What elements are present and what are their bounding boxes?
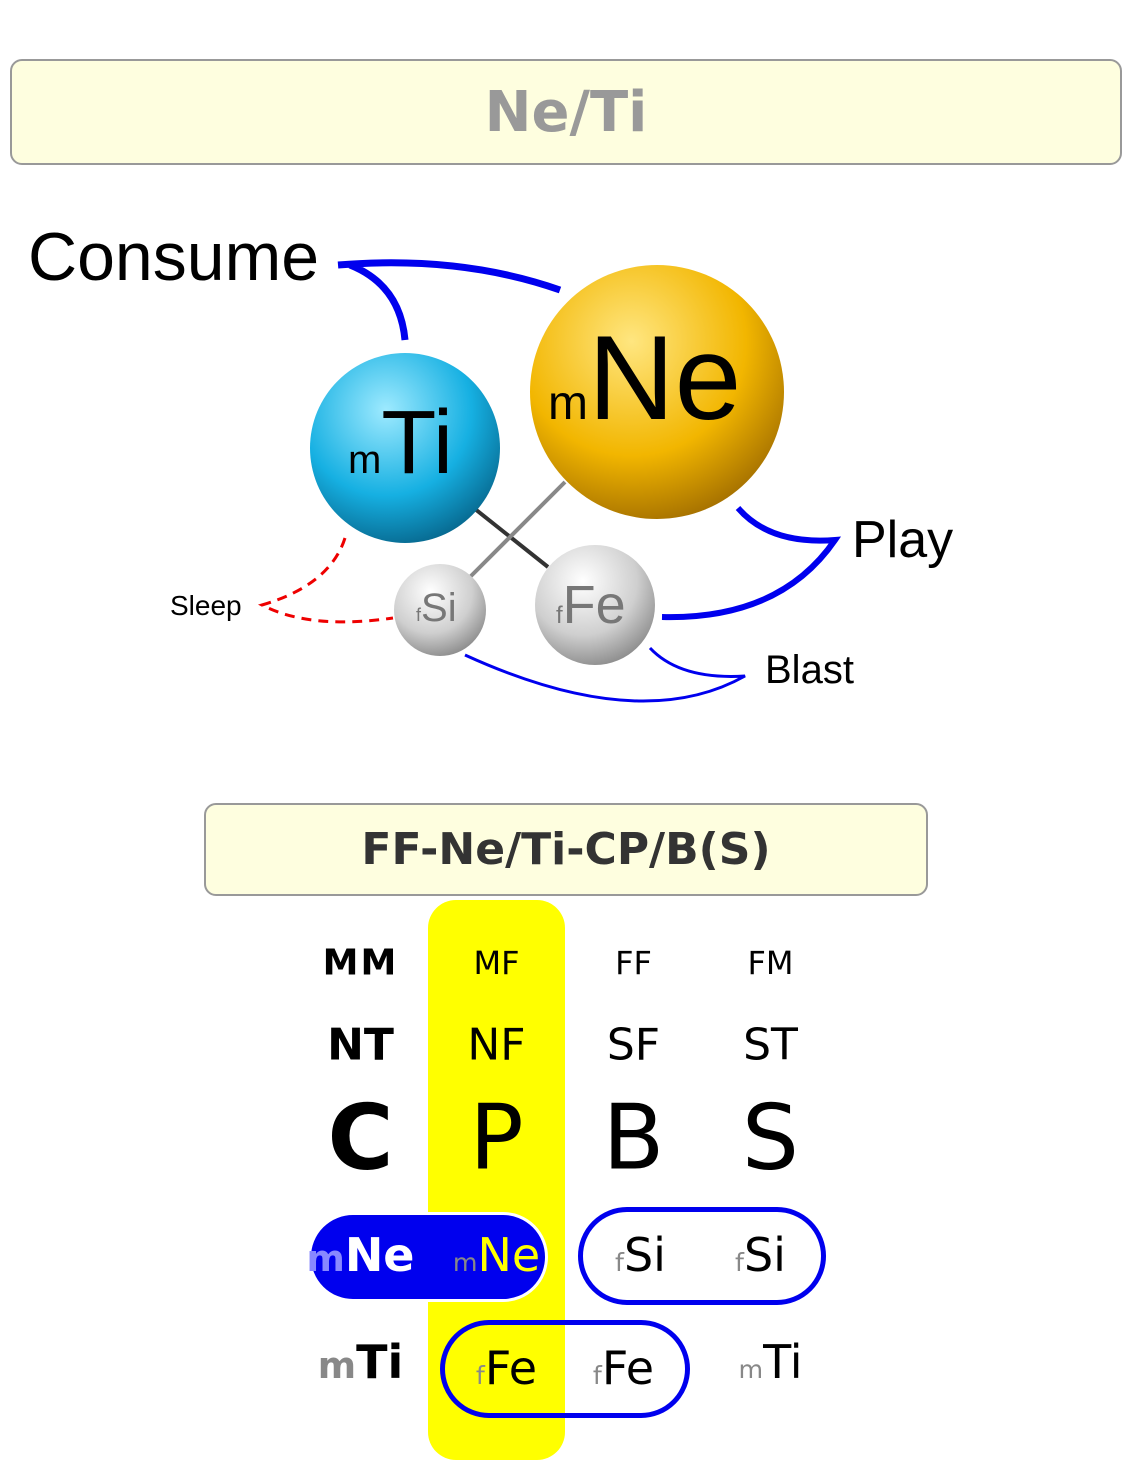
- grid-mne-1: mNe: [306, 1228, 415, 1282]
- ne-label: mNe: [548, 311, 742, 445]
- consume-label: Consume: [28, 219, 320, 295]
- grid-sf: SF: [606, 1019, 661, 1071]
- grid-fsi-1: fSi: [615, 1228, 666, 1282]
- grid-fsi-2: fSi: [735, 1228, 786, 1282]
- type-code-banner: FF-Ne/Ti-CP/B(S): [204, 803, 928, 896]
- si-label: fSi: [416, 586, 457, 630]
- grid-ff: FF: [615, 944, 652, 982]
- sleep-curve: [258, 537, 394, 624]
- grid-mf: MF: [473, 944, 520, 982]
- grid-mm: MM: [322, 942, 399, 984]
- grid-st: ST: [743, 1019, 798, 1071]
- blast-curve: [464, 646, 746, 703]
- play-label: Play: [852, 511, 954, 569]
- connector-ne-si: [468, 480, 567, 579]
- grid-nf: NF: [467, 1019, 526, 1071]
- grid-mne-2: mNe: [452, 1228, 541, 1282]
- title-banner: Ne/Ti: [10, 59, 1122, 165]
- function-diagram: [258, 259, 842, 703]
- grid-fm: FM: [747, 944, 794, 982]
- grid-p: P: [469, 1085, 524, 1191]
- play-curve: [661, 506, 842, 621]
- consume-curve: [337, 259, 562, 341]
- grid-c: C: [327, 1085, 394, 1191]
- sleep-label: Sleep: [170, 590, 242, 621]
- grid-mti-1: mTi: [317, 1335, 404, 1389]
- ti-sphere: [310, 353, 500, 543]
- si-sphere: [394, 564, 486, 656]
- grid-ffe-2: fFe: [592, 1341, 655, 1395]
- title-text: Ne/Ti: [484, 79, 648, 145]
- blast-label: Blast: [765, 648, 854, 692]
- grid-nt: NT: [327, 1019, 394, 1071]
- ne-pill: [308, 1212, 548, 1302]
- grid-s: S: [741, 1085, 800, 1191]
- grid-mti-2: mTi: [738, 1335, 803, 1389]
- grid-b: B: [602, 1085, 665, 1191]
- fe-pill: [440, 1320, 690, 1418]
- fe-label: fFe: [556, 575, 626, 635]
- ti-label: mTi: [348, 393, 453, 493]
- ne-sphere: [530, 265, 784, 519]
- fe-sphere: [535, 545, 655, 665]
- type-code-text: FF-Ne/Ti-CP/B(S): [361, 824, 771, 875]
- grid-ffe-1: fFe: [475, 1341, 538, 1395]
- si-pill: [578, 1207, 826, 1305]
